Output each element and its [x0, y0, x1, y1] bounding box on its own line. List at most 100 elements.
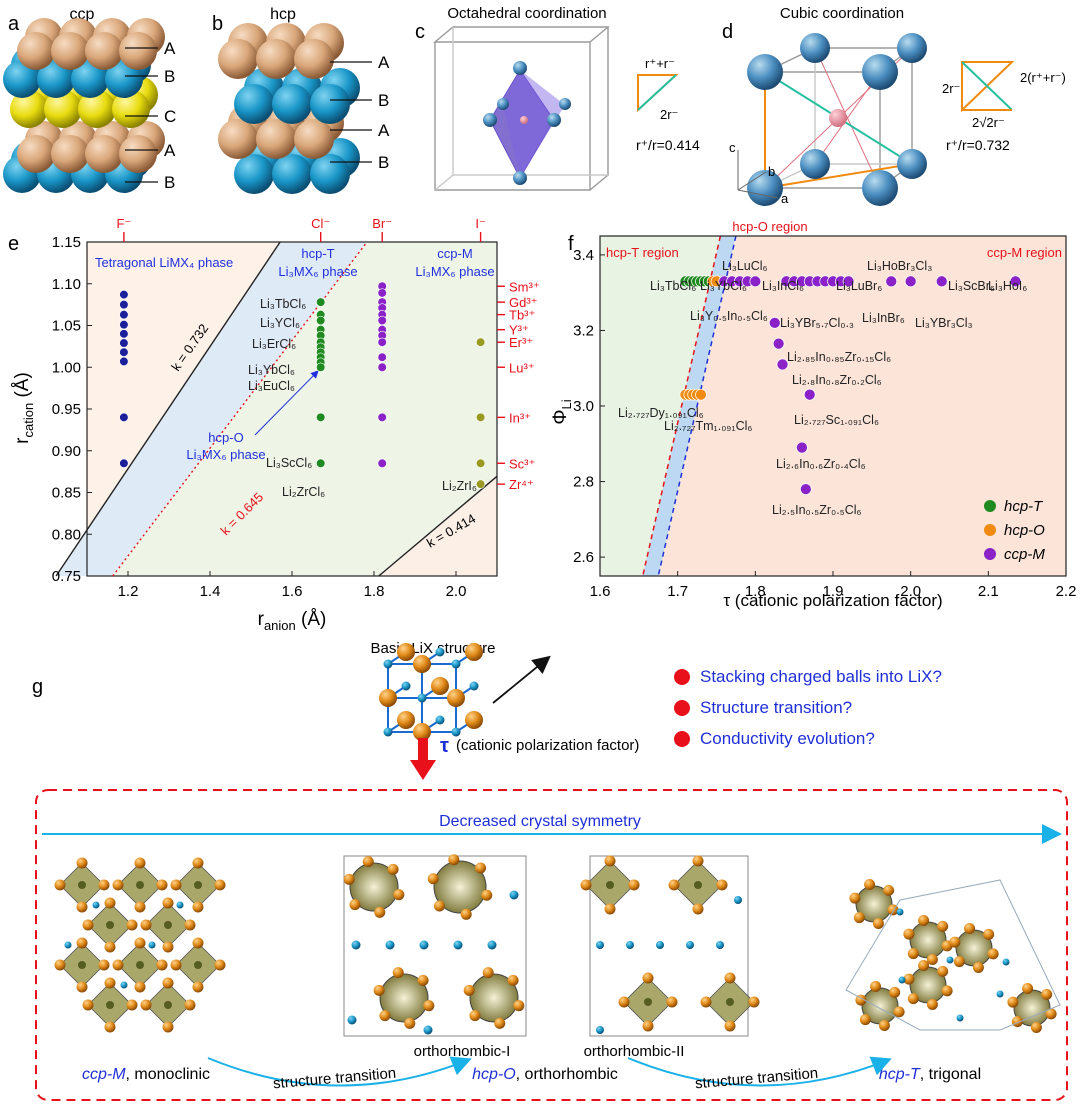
data-point: [695, 388, 707, 401]
anion-atom: [374, 906, 386, 918]
li-atom: [469, 681, 479, 691]
anion-atom: [54, 879, 66, 891]
anion-atom: [870, 980, 882, 992]
anion-atom: [878, 1020, 890, 1032]
data-point: [119, 290, 129, 300]
panel-d: d Cubic coordination: [722, 5, 1066, 206]
sphere: [3, 60, 41, 98]
x-tick-label: 1.7: [667, 583, 688, 600]
anion-atom: [413, 655, 431, 673]
anion-atom: [156, 959, 168, 971]
anion-atom: [448, 854, 460, 866]
anion-atom: [903, 973, 915, 985]
data-point: [377, 337, 387, 347]
anion-atom: [433, 900, 445, 912]
ortho-II-structure: [580, 855, 760, 1034]
y-tick-label: 3.2: [573, 322, 594, 339]
anion-atom: [1007, 996, 1019, 1008]
compound-label: Li₃ScCl₆: [266, 456, 312, 470]
anion-atom: [987, 948, 999, 960]
ortho-I-cell: [343, 855, 527, 1037]
legend-label: ccp-M: [1004, 546, 1045, 563]
region-label-ccp-m: ccp-M: [437, 246, 472, 261]
axis-b-label: b: [768, 164, 775, 179]
compound-label: Li₃InBr₆: [862, 311, 905, 325]
anion-atom: [964, 922, 976, 934]
ccp-sphere-stack: [3, 18, 165, 193]
anion-atom: [104, 1021, 116, 1033]
sphere: [119, 32, 157, 70]
compound-label: Li₃ErCl₆: [252, 337, 296, 351]
region-hcp-t: [56, 242, 367, 576]
region-label-hcp-o-sub: Li₃MX₆ phase: [186, 447, 265, 462]
cub-ratio: r⁺/r=0.732: [946, 137, 1010, 153]
data-point: [377, 412, 387, 422]
anion-atom: [379, 1010, 391, 1022]
region-hcp-o: [642, 236, 736, 576]
data-point: [119, 412, 129, 422]
red-bullet-icon: [674, 731, 690, 747]
panel-g-letter: g: [32, 676, 43, 698]
li-atom: [383, 727, 393, 737]
panel-d-title: Cubic coordination: [780, 5, 904, 22]
y-tick-label: 1.10: [52, 276, 81, 293]
sphere: [218, 119, 258, 159]
anion-atom: [76, 981, 88, 993]
compound-label: Li₂.₇₂₇Sc₁.₀₉₁Cl₆: [794, 413, 879, 427]
panel-c: c Octahedral coordination r⁺+r⁻ 2r⁻ r⁺/r…: [415, 5, 700, 191]
anion-atom: [162, 977, 174, 989]
panel-b-letter: b: [212, 13, 223, 35]
transition-label-2: structure transition: [694, 1065, 818, 1093]
anion-atom: [864, 878, 876, 890]
cubic-axes: [737, 150, 779, 199]
anion-atom: [949, 936, 961, 948]
legend-label: hcp-T: [1004, 498, 1044, 515]
metal-atom: [194, 881, 202, 889]
data-point: [904, 275, 917, 288]
data-point: [377, 288, 387, 298]
compound-label: Li₃EuCl₆: [248, 379, 295, 393]
panel-e-letter: e: [8, 233, 19, 255]
sphere: [218, 39, 258, 79]
region-label-tetragonal: Tetragonal LiMX₄ phase: [95, 255, 233, 270]
metal-atom: [164, 1001, 172, 1009]
anion-atom: [162, 941, 174, 953]
octahedron: [483, 61, 571, 185]
anion-atom: [393, 889, 405, 901]
anion-atom: [134, 981, 146, 993]
anion-atom: [134, 901, 146, 913]
data-point: [119, 347, 129, 357]
li-atom: [451, 659, 461, 669]
anion-atom: [431, 677, 449, 695]
li-atom: [120, 981, 128, 989]
compound-label: Li₃ScBr₆: [948, 279, 995, 293]
anion-atom: [214, 959, 226, 971]
question-item: Conductivity evolution?: [674, 726, 942, 752]
layer-label: B: [378, 91, 389, 110]
transition-label-1: structure transition: [272, 1065, 396, 1093]
li-atom: [716, 941, 724, 949]
anion-atom: [417, 974, 429, 986]
cub-triangle-base: 2√2r⁻: [972, 115, 1005, 130]
sphere: [234, 84, 274, 124]
layer-label: B: [378, 153, 389, 172]
cation-label: Lu³⁺: [509, 360, 535, 375]
data-point: [768, 317, 781, 329]
li-atom: [419, 940, 429, 950]
anion-atom: [427, 873, 439, 885]
data-point: [119, 300, 129, 310]
polyhedron: [349, 862, 399, 912]
hcp-o-arrow: [254, 370, 319, 436]
data-point: [885, 275, 898, 288]
y-tick-label: 1.05: [52, 318, 81, 335]
data-point: [119, 329, 129, 339]
cation-label: Tb³⁺: [509, 308, 535, 323]
li-atom: [423, 1025, 433, 1035]
data-point: [749, 275, 762, 288]
anion-label: F⁻: [116, 216, 131, 231]
y-tick-label: 3.4: [573, 247, 594, 264]
